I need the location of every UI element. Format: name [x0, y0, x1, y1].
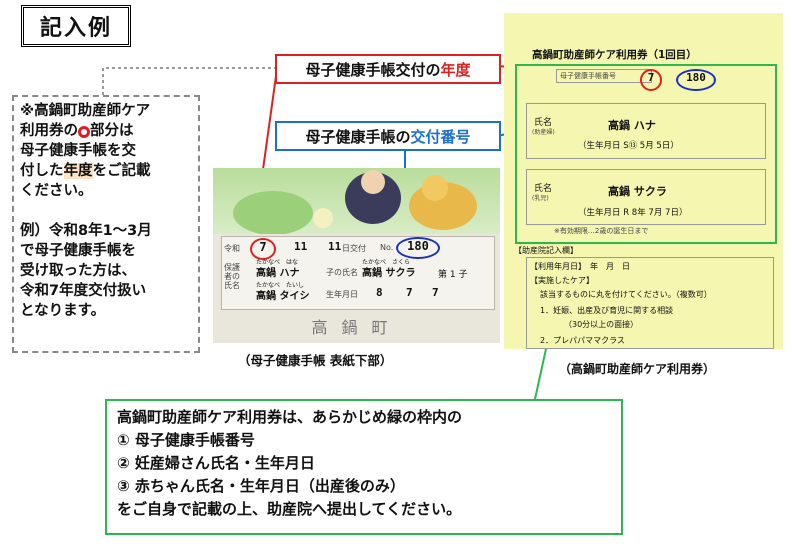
- issue-year-callout: 母子健康手帳交付の年度: [275, 54, 501, 84]
- book-no-label: 母子健康手帳番号: [560, 72, 616, 80]
- red-circle-icon: [78, 126, 90, 138]
- coupon-mother-birth: （生年月日 S⑬ 5月 5日）: [578, 141, 679, 151]
- baby-label: 氏名: [534, 184, 553, 194]
- note-text: 部分は: [90, 123, 134, 139]
- note-text: 利用券の: [20, 123, 78, 139]
- green-input-frame: [515, 64, 777, 244]
- note-dotted-connector: [102, 67, 275, 95]
- mother-label: 氏名: [534, 118, 553, 128]
- note-line: で母子健康手帳を: [20, 243, 136, 259]
- note-line: となります。: [20, 303, 106, 319]
- coupon-image: 高鍋町助産師ケア利用券（1回目） 母子健康手帳番号 7 180 氏名 (助産婦)…: [504, 13, 783, 349]
- use-date: 【利用年月日】 年 月 日: [530, 262, 630, 271]
- mother-sub: (助産婦): [532, 129, 555, 136]
- coupon-heading: 高鍋町助産師ケア利用券（1回目）: [532, 49, 697, 61]
- child-name: 高鍋 サクラ: [362, 268, 416, 279]
- coupon-mother-name: 高鍋 ハナ: [608, 119, 656, 132]
- issue-label: 日交付: [342, 244, 366, 253]
- coupon-number-value: 180: [676, 69, 716, 91]
- instruction-line: をご自身で記載の上、助産院へ提出してください。: [117, 500, 462, 518]
- booklet-caption: （母子健康手帳 表紙下部）: [238, 353, 393, 368]
- coupon-baby-birth: （生年月日 R 8年 7月 7日）: [578, 208, 688, 218]
- booklet-year-value: 7: [250, 238, 276, 260]
- instructions-box: 高鍋町助産師ケア利用券は、あらかじめ緑の枠内の ① 母子健康手帳番号 ② 妊産婦…: [105, 399, 623, 535]
- note-text: 付した: [20, 163, 64, 179]
- booklet-month-value: 11: [294, 240, 308, 253]
- child-kana: たかなべ さくら: [362, 259, 411, 266]
- instruction-line: ① 母子健康手帳番号: [117, 431, 255, 449]
- child-birth-year: 8: [376, 286, 383, 299]
- note-line: 例）令和8年1～3月: [20, 223, 152, 239]
- child-label: 子の氏名: [326, 268, 358, 277]
- mother-kana: たかなべ はな: [256, 259, 299, 266]
- coupon-year-value: 7: [640, 69, 662, 91]
- instruction-line: ② 妊産婦さん氏名・生年月日: [117, 454, 315, 472]
- note-line: ください。: [20, 183, 93, 199]
- baby-sub: (乳児): [532, 195, 549, 202]
- instruction-line: ③ 赤ちゃん氏名・生年月日（出産後のみ）: [117, 477, 405, 495]
- booklet-form: 令和 7 11 11 日交付 No. 180 保護者の氏名 たかなべ はな 高鍋…: [221, 236, 495, 310]
- child-birth-day: 7: [432, 286, 439, 299]
- callout-text: 母子健康手帳の: [305, 127, 411, 146]
- care-item-1b: （30分以上の面接）: [564, 320, 639, 329]
- coupon-caption: （高鍋町助産師ケア利用券）: [559, 362, 716, 376]
- callout-text: 母子健康手帳交付の: [305, 60, 441, 79]
- note-text: をご記載: [92, 163, 151, 179]
- year-note-box: ※高鍋町助産師ケア 利用券の部分は 母子健康手帳を交 付した年度をご記載 くださ…: [12, 95, 200, 353]
- guardian-label: 保護者の氏名: [224, 263, 240, 290]
- booklet-footer-text: 高鍋町: [311, 318, 402, 337]
- father-name: 高鍋 タイシ: [256, 291, 310, 302]
- note-line: ※高鍋町助産師ケア: [20, 103, 151, 119]
- note-line: 母子健康手帳を交: [20, 143, 136, 159]
- callout-emphasis: 交付番号: [410, 127, 471, 146]
- mother-name: 高鍋 ハナ: [256, 268, 300, 279]
- issue-number-callout: 母子健康手帳の交付番号: [275, 121, 501, 151]
- birth-order: 第 1 子: [438, 270, 468, 280]
- care-item-1: 1．妊娠、出産及び育児に関する相談: [540, 306, 674, 315]
- page-title: 記入例: [21, 5, 131, 47]
- facility-header: 【助産院記入欄】: [514, 246, 578, 255]
- callout-emphasis: 年度: [440, 60, 471, 79]
- note-line: 令和7年度交付扱い: [20, 283, 147, 299]
- birthdate-label: 生年月日: [326, 290, 358, 299]
- care-instruction: 該当するものに丸を付けてください。（複数可）: [540, 290, 712, 299]
- note-line: 受け取った方は、: [20, 263, 136, 279]
- validity-note: ※有効期限…2歳の誕生日まで: [554, 227, 649, 235]
- booklet-day-value: 11: [328, 240, 342, 253]
- coupon-baby-name: 高鍋 サクラ: [608, 185, 667, 198]
- cartoon-illustration: [213, 168, 500, 235]
- instruction-line: 高鍋町助産師ケア利用券は、あらかじめ緑の枠内の: [117, 408, 463, 426]
- note-line: 付した年度をご記載: [20, 161, 192, 181]
- note-line: 利用券の部分は: [20, 121, 192, 141]
- reiwa-label: 令和: [224, 244, 240, 253]
- care-header: 【実施したケア】: [530, 276, 594, 285]
- note-highlight: 年度: [63, 163, 93, 179]
- booklet-number-value: 180: [396, 237, 440, 259]
- child-birth-month: 7: [406, 286, 413, 299]
- care-item-2: 2．プレパパママクラス: [540, 336, 625, 345]
- no-label: No.: [380, 243, 394, 252]
- father-kana: たかなべ たいし: [256, 282, 305, 289]
- booklet-cover-image: 令和 7 11 11 日交付 No. 180 保護者の氏名 たかなべ はな 高鍋…: [213, 168, 500, 343]
